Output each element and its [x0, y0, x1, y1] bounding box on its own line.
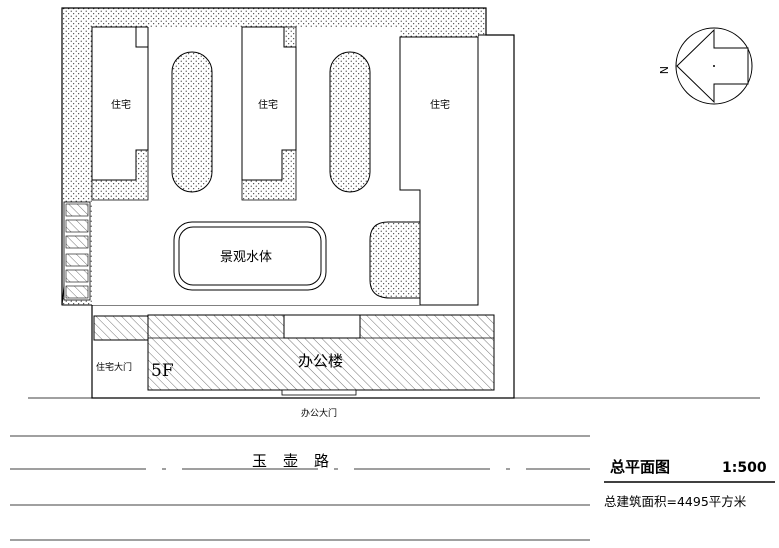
gatehouse-hatched: [93, 315, 149, 341]
road-name-char: 路: [314, 452, 329, 470]
building-area-note: 总建筑面积=4495平方米: [604, 494, 747, 509]
office-courtyard-notch: [283, 314, 361, 339]
floor-count-label: 5F: [151, 361, 174, 381]
residential-a-label: 住宅: [111, 98, 131, 111]
parking-stall: [65, 235, 89, 249]
water-feature-label: 景观水体: [220, 250, 272, 265]
parking-stall: [65, 219, 89, 233]
drawing-title: 总平面图: [610, 458, 670, 476]
parking-stall: [65, 203, 89, 217]
parking-stall: [65, 285, 89, 299]
road-name-char: 玉: [252, 452, 267, 470]
office-building-label: 办公楼: [298, 352, 343, 370]
compass-north-label: N: [657, 66, 670, 74]
parking-stall: [65, 253, 89, 267]
office-entrance-canopy: [281, 389, 357, 396]
parking-stall: [65, 269, 89, 283]
greenery-top-c: [400, 27, 478, 37]
parking-stalls: [63, 201, 91, 301]
drawing-scale: 1:500: [722, 460, 767, 476]
oval-planter-left: [171, 51, 213, 193]
residential-building-c: [399, 36, 479, 306]
water-feature-inner: [178, 226, 322, 286]
residential-building-a: [91, 26, 149, 181]
greenery-top-b: [283, 26, 297, 48]
left-greenery-strip: [62, 27, 92, 202]
office-gate-label: 办公大门: [301, 407, 337, 419]
residential-c-label: 住宅: [430, 98, 450, 111]
oval-planter-right: [329, 51, 371, 193]
residential-gate-label: 住宅大门: [96, 361, 132, 373]
compass-arrow-icon: [676, 28, 749, 104]
top-greenery-strip: [62, 8, 486, 27]
road-name-char: 壶: [283, 452, 298, 470]
residential-b-label: 住宅: [258, 98, 278, 111]
water-feature-outer: [173, 221, 327, 291]
residential-building-b: [241, 26, 297, 181]
north-compass: N: [657, 27, 753, 105]
corner-planter: [369, 221, 421, 299]
